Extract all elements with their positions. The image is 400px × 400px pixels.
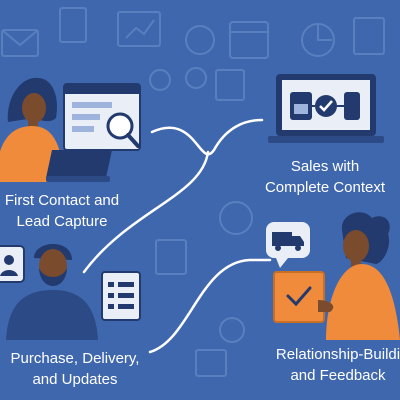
- gear-icon: [185, 67, 207, 89]
- laptop: [46, 150, 112, 178]
- chat-icon: [149, 69, 171, 91]
- first-contact-illustration: [0, 77, 141, 182]
- magnifier-icon: [106, 112, 140, 148]
- truck-icon: [272, 232, 304, 251]
- chart-icon: [117, 11, 161, 47]
- envelope-icon: [195, 349, 227, 377]
- document-icon: [101, 271, 141, 321]
- purchase-illustration: [0, 244, 141, 340]
- document-icon: [353, 17, 385, 55]
- gear-icon: [219, 317, 245, 343]
- person-torso: [6, 290, 98, 340]
- phone-icon: [185, 25, 215, 55]
- document-icon: [215, 69, 245, 101]
- journey-connectors: [82, 118, 272, 354]
- stage-label-first-contact: First Contact and Lead Capture: [4, 192, 120, 230]
- person-torso: [326, 264, 400, 340]
- package-box-icon: [273, 271, 325, 323]
- stage-label-purchase: Purchase, Delivery, and Updates: [10, 350, 140, 388]
- calendar-icon: [155, 239, 187, 275]
- document-icon: [59, 7, 87, 43]
- sales-illustration: [268, 74, 384, 143]
- gear-icon: [219, 201, 253, 235]
- envelope-icon: [1, 29, 39, 57]
- stage-label-relationship: Relationship-Buildi and Feedback: [275, 346, 400, 384]
- connector-first-to-sales: [150, 118, 264, 156]
- connector-to-purchase: [82, 150, 210, 274]
- stage-label-sales: Sales with Complete Context: [264, 158, 386, 196]
- person-torso: [0, 126, 64, 182]
- connector-purchase-to-relationship: [148, 258, 272, 354]
- relationship-illustration: [266, 212, 400, 340]
- calendar-icon: [229, 21, 269, 59]
